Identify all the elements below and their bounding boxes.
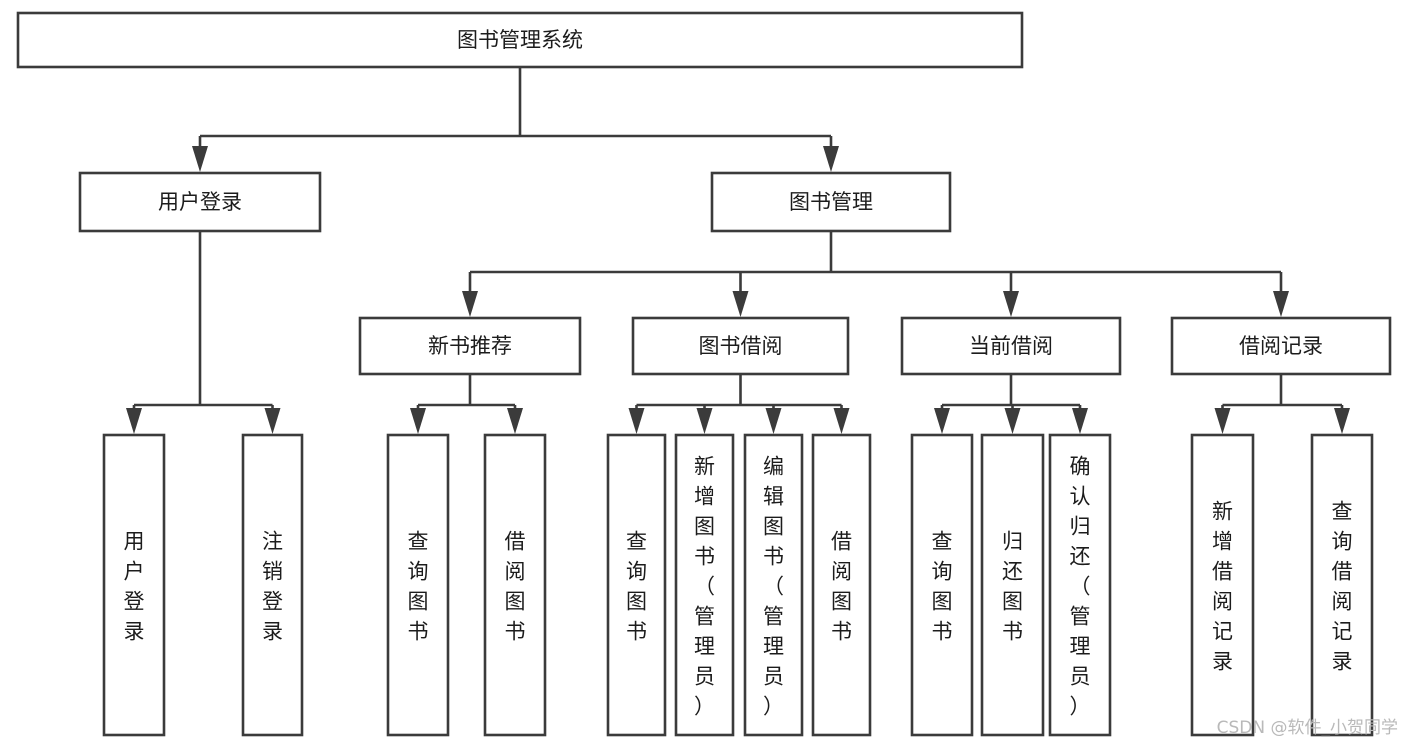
node-leaf-query-book-current[interactable]: 查询图书 xyxy=(910,433,974,737)
node-leaf-add-borrow-record[interactable]: 新增借阅记录 xyxy=(1190,433,1255,737)
connector-layer xyxy=(126,67,1350,434)
node-label: 借阅图书 xyxy=(831,529,852,643)
node-label: 图书管理系统 xyxy=(457,28,583,52)
node-leaf-return-book[interactable]: 归还图书 xyxy=(980,433,1045,737)
node-label: 查询图书 xyxy=(626,529,647,643)
node-leaf-borrow-book-rec[interactable]: 借阅图书 xyxy=(483,433,547,737)
node-leaf-edit-book-admin[interactable]: 编辑图书（管理员） xyxy=(743,433,804,737)
node-new-book-recommend[interactable]: 新书推荐 xyxy=(358,316,582,376)
node-label: 编辑图书（管理员） xyxy=(763,454,784,718)
node-borrow-record[interactable]: 借阅记录 xyxy=(1170,316,1392,376)
node-leaf-user-logout[interactable]: 注销登录 xyxy=(241,433,304,737)
node-leaf-confirm-return-admin[interactable]: 确认归还（管理员） xyxy=(1048,433,1112,737)
node-current-borrow[interactable]: 当前借阅 xyxy=(900,316,1122,376)
node-label: 用户登录 xyxy=(124,529,145,643)
node-label: 查询图书 xyxy=(408,529,429,643)
node-leaf-query-book-rec[interactable]: 查询图书 xyxy=(386,433,450,737)
node-label: 图书借阅 xyxy=(699,334,783,358)
node-root[interactable]: 图书管理系统 xyxy=(16,11,1024,69)
watermark-label: CSDN @软件_小贺同学 xyxy=(1217,718,1398,738)
node-label: 图书管理 xyxy=(789,190,873,214)
node-leaf-add-book-admin[interactable]: 新增图书（管理员） xyxy=(674,433,735,737)
node-label: 确认归还（管理员） xyxy=(1070,454,1091,718)
node-leaf-query-book-borrow[interactable]: 查询图书 xyxy=(606,433,667,737)
node-leaf-query-borrow-record[interactable]: 查询借阅记录 xyxy=(1310,433,1374,737)
node-label: 新增借阅记录 xyxy=(1212,499,1233,673)
node-label: 用户登录 xyxy=(158,190,242,214)
node-label: 注销登录 xyxy=(262,529,283,643)
node-leaf-user-login[interactable]: 用户登录 xyxy=(102,433,166,737)
node-book-borrow[interactable]: 图书借阅 xyxy=(631,316,850,376)
node-label: 新书推荐 xyxy=(428,334,512,358)
node-label: 归还图书 xyxy=(1002,529,1023,643)
node-label: 查询借阅记录 xyxy=(1332,499,1353,673)
node-layer: 图书管理系统用户登录图书管理新书推荐图书借阅当前借阅借阅记录用户登录注销登录查询… xyxy=(16,11,1392,737)
node-label: 新增图书（管理员） xyxy=(694,454,715,718)
node-label: 借阅记录 xyxy=(1239,334,1323,358)
node-leaf-borrow-book[interactable]: 借阅图书 xyxy=(811,433,872,737)
node-book-manage[interactable]: 图书管理 xyxy=(710,171,952,233)
node-label: 查询图书 xyxy=(932,529,953,643)
node-label: 当前借阅 xyxy=(969,334,1053,358)
node-label: 借阅图书 xyxy=(505,529,526,643)
node-user-login[interactable]: 用户登录 xyxy=(78,171,322,233)
